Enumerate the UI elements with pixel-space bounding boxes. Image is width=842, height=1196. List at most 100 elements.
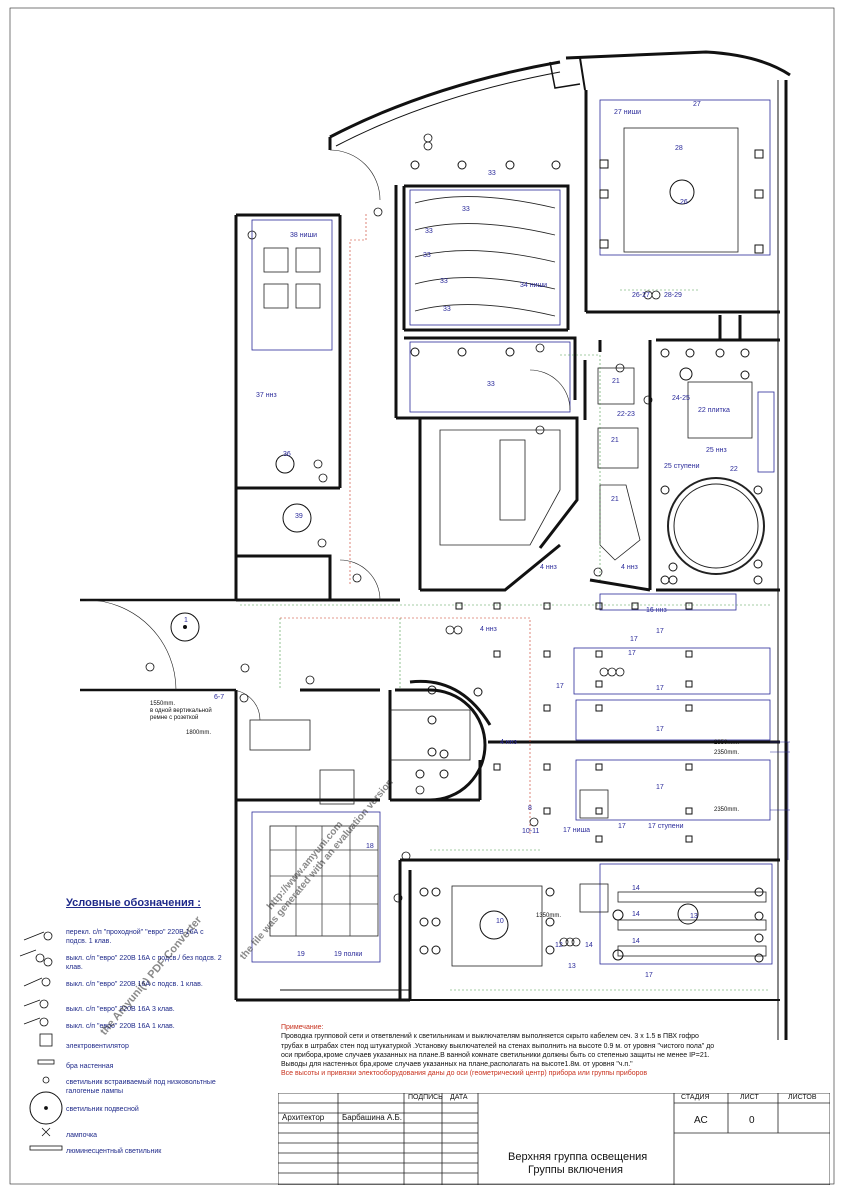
room-label: 33 (440, 278, 448, 285)
dimension-label: 2350mm. (714, 807, 740, 813)
room-label: 14 (632, 938, 640, 945)
room-label: 10-11 (522, 828, 540, 835)
interior-walls (234, 90, 780, 1000)
room-label: 22 плитка (698, 407, 730, 414)
col-data: ДАТА (450, 1094, 468, 1101)
room-label: 22 (730, 466, 738, 473)
legend-item: светильник подвесной (66, 1106, 139, 1113)
switches (145, 133, 661, 947)
room-label: 19 полки (334, 951, 363, 958)
room-label: 14 (632, 885, 640, 892)
room-label: 36 (283, 451, 291, 458)
legend-item: выкл. с/п "евро" 220В 16А 3 клав. (66, 1006, 175, 1013)
note-red: Все высоты и привязки электооборудования… (281, 1070, 648, 1078)
role: Архитектор (282, 1113, 325, 1122)
room-label: 17 (656, 784, 664, 791)
room-label: 16 ннз (646, 607, 667, 614)
legend-item: люминесцентный светильник (66, 1148, 162, 1155)
room-label: 4 ннз (500, 739, 517, 746)
legend-item: светильник встраиваемый под низковольтны… (66, 1079, 216, 1095)
author-name: Барбашина А.Б. (342, 1113, 403, 1122)
room-label: 10 (496, 918, 504, 925)
room-label: 37 ннз (256, 392, 277, 399)
notes-block: Примечание: Проводка групповой сети и от… (281, 1023, 721, 1079)
room-label: 33 (425, 228, 433, 235)
room-label: 21 (611, 496, 619, 503)
room-label: 17 (645, 972, 653, 979)
drawing-title-2: Группы включения (528, 1164, 623, 1176)
legend-item: перекл. с/п "проходной" "евро" 220В 16А … (66, 929, 204, 945)
note-body: Проводка групповой сети и ответвлений к … (281, 1033, 715, 1059)
room-label: 27 ниши (614, 109, 642, 116)
drawing-title-1: Верхняя группа освещения (508, 1151, 648, 1163)
col-stadiya: СТАДИЯ (681, 1094, 710, 1101)
legend-item: лампочка (66, 1132, 98, 1139)
room-label: 26 (680, 199, 688, 206)
room-label: 12 (555, 942, 563, 949)
room-label: 24-25 (672, 395, 690, 402)
dimension-label: 2350mm. (714, 750, 740, 756)
sheet-value: 0 (749, 1115, 755, 1126)
legend-item: выкл. с/п "евро" 220В 16А с подсв. 1 кла… (66, 981, 203, 988)
room-label: 17 (618, 823, 626, 830)
room-label: 22-23 (617, 411, 635, 418)
room-label: 8 (528, 805, 532, 812)
room-label: 17 (656, 628, 664, 635)
room-label: 25 ступени (664, 463, 700, 470)
stage-value: АС (694, 1115, 708, 1126)
room-label: 17 (630, 636, 638, 643)
wiring-lines (240, 214, 770, 991)
fixtures (170, 149, 764, 963)
room-label: 4 ннз (480, 626, 497, 633)
room-label: 14 (632, 911, 640, 918)
note-title: Примечание: (281, 1024, 324, 1031)
room-label: 19 (297, 951, 305, 958)
dimension-lines (770, 741, 790, 860)
room-label: 27 (693, 101, 701, 108)
legend-title: Условные обозначения : (66, 897, 201, 909)
legend-item: выкл. с/п "евро" 220В 16А 1 клав. (66, 1023, 175, 1030)
room-label: 17 (656, 726, 664, 733)
room-label: 17 (656, 685, 664, 692)
room-label: 4 ннз (540, 564, 557, 571)
room-label: 17 (628, 650, 636, 657)
room-label: 39 (295, 513, 303, 520)
outer-walls (80, 50, 791, 1040)
room-label: 28 (675, 145, 683, 152)
room-label: 21 (612, 378, 620, 385)
col-podpis: ПОДПИСЬ (408, 1094, 443, 1101)
room-label: 33 (443, 306, 451, 313)
dimension-label: ремне с розеткой (150, 715, 199, 721)
room-details (249, 99, 775, 967)
legend-symbols (19, 931, 63, 1151)
room-label: 38 ниши (290, 232, 318, 239)
door-swings (85, 149, 571, 721)
dimension-label: 2350mm. (714, 740, 740, 746)
dimension-label: 1350mm. (536, 913, 562, 919)
room-label: 13 (568, 963, 576, 970)
sheet-frame (9, 7, 835, 1185)
room-label: 17 (556, 683, 564, 690)
room-label: 33 (423, 252, 431, 259)
room-label: 33 (462, 206, 470, 213)
room-label: 33 (487, 381, 495, 388)
room-label: 17 ступени (648, 823, 684, 830)
dimension-label: 1800mm. (186, 730, 212, 736)
room-label: 18 (366, 843, 374, 850)
title-block-grid (278, 1093, 830, 1185)
room-label: 25 ннз (706, 447, 727, 454)
room-label: 6-7 (214, 694, 225, 701)
room-label: 17 ниша (563, 827, 591, 834)
room-label: 34 ниши (520, 282, 548, 289)
round-corridor (395, 679, 780, 802)
legend-item: электровентилятор (66, 1043, 129, 1050)
room-label: 28-29 (664, 292, 682, 299)
room-label: 13 (690, 913, 698, 920)
room-label: 1 (184, 617, 188, 624)
legend-item: бра настенная (66, 1063, 114, 1070)
room-label: 33 (488, 170, 496, 177)
legend-item: выкл. с/п "евро" 220В 16А с подсв./ без … (66, 955, 222, 971)
room-label: 26-27 (632, 292, 650, 299)
room-label: 21 (611, 437, 619, 444)
